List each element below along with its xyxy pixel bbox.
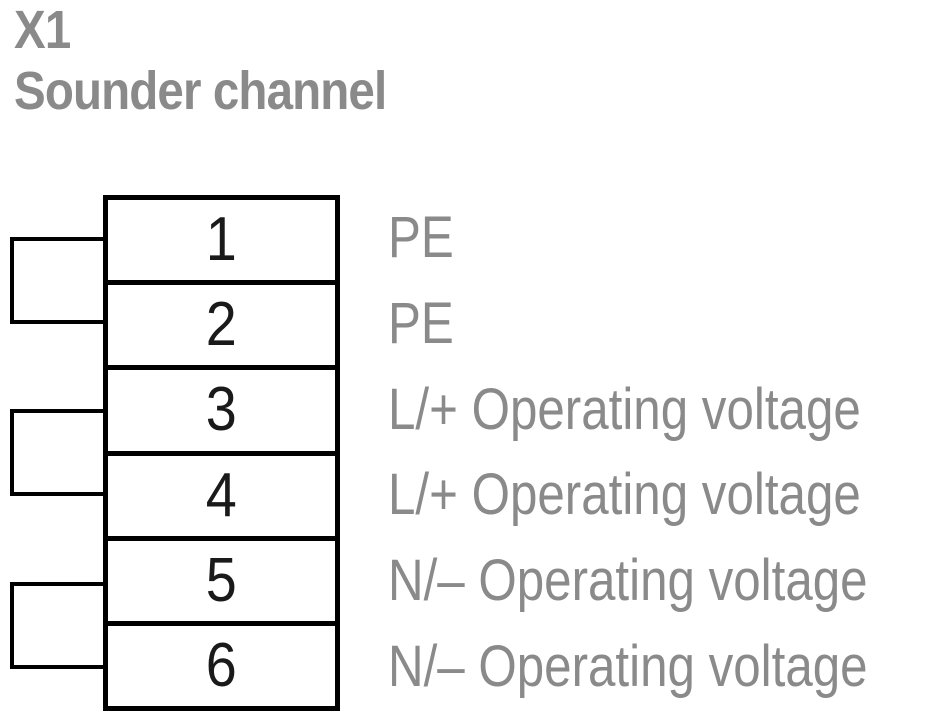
- terminal-label-1: PE: [388, 205, 454, 270]
- connector-id: X1: [14, 0, 71, 60]
- terminal-label-3: L/+ Operating voltage: [388, 377, 861, 442]
- jumper-bridge-3-4: [10, 409, 108, 496]
- terminal-number-5: 5: [205, 545, 238, 615]
- terminal-label-5: N/– Operating voltage: [388, 548, 868, 613]
- jumper-bridge-5-6: [10, 582, 108, 669]
- terminal-label-6: N/– Operating voltage: [388, 634, 868, 699]
- terminal-number-3: 3: [205, 375, 238, 445]
- diagram-header: X1 Sounder channel: [14, 0, 387, 122]
- terminal-row-4: 4: [108, 450, 335, 536]
- terminal-row-3: 3: [108, 365, 335, 450]
- channel-name: Sounder channel: [14, 61, 387, 121]
- terminal-row-2: 2: [108, 280, 335, 365]
- terminal-number-1: 1: [205, 205, 238, 275]
- terminal-number-6: 6: [205, 630, 238, 700]
- jumper-bridge-1-2: [10, 237, 108, 324]
- terminal-number-2: 2: [205, 290, 238, 360]
- terminal-label-4: L/+ Operating voltage: [388, 462, 861, 527]
- terminal-row-5: 5: [108, 535, 335, 621]
- terminal-row-1: 1: [108, 200, 335, 280]
- terminal-block: 1 2 3 4 5 6: [103, 195, 340, 711]
- terminal-number-4: 4: [205, 460, 238, 530]
- terminal-row-6: 6: [108, 620, 335, 706]
- terminal-label-2: PE: [388, 291, 454, 356]
